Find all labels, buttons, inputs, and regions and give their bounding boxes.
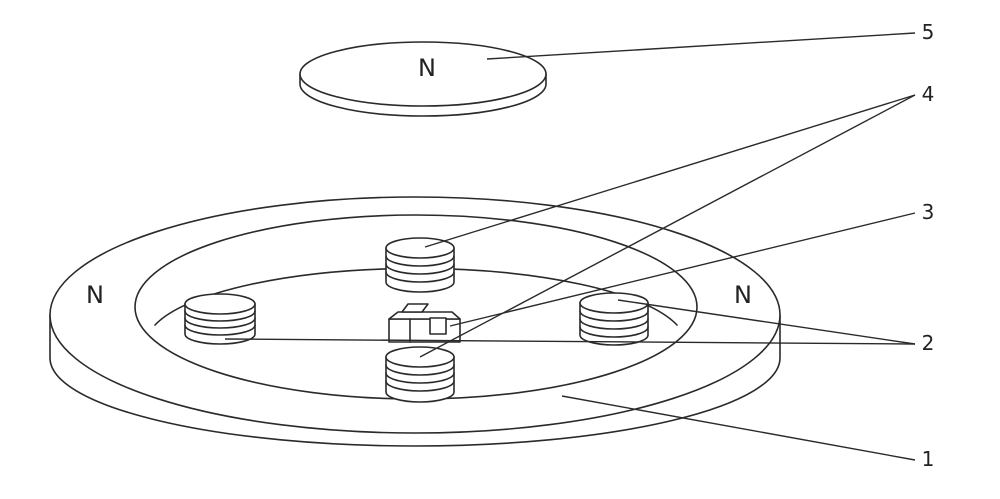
leader-2-right-stack — [617, 299, 916, 345]
leader-1 — [561, 395, 916, 461]
pole-label-ring-left: N — [86, 281, 104, 309]
leader-2-left-stack — [224, 338, 916, 345]
leader-lines — [224, 32, 916, 461]
callout-3: 3 — [922, 200, 935, 224]
stack-right — [579, 292, 649, 346]
leader-4-back-stack — [424, 94, 916, 248]
pole-label-top-disc: N — [418, 54, 436, 82]
central-holder — [388, 303, 461, 343]
leader-5 — [486, 32, 916, 60]
stack-front — [385, 346, 455, 403]
callout-1: 1 — [922, 447, 935, 471]
leader-3 — [449, 212, 916, 327]
stack-left — [184, 293, 256, 345]
ring-magnet — [49, 196, 781, 447]
callout-5: 5 — [922, 20, 935, 44]
top-disc-magnet — [299, 41, 547, 117]
callout-4: 4 — [922, 82, 935, 106]
stack-back — [385, 237, 455, 293]
pole-label-ring-right: N — [734, 281, 752, 309]
callout-2: 2 — [922, 331, 935, 355]
